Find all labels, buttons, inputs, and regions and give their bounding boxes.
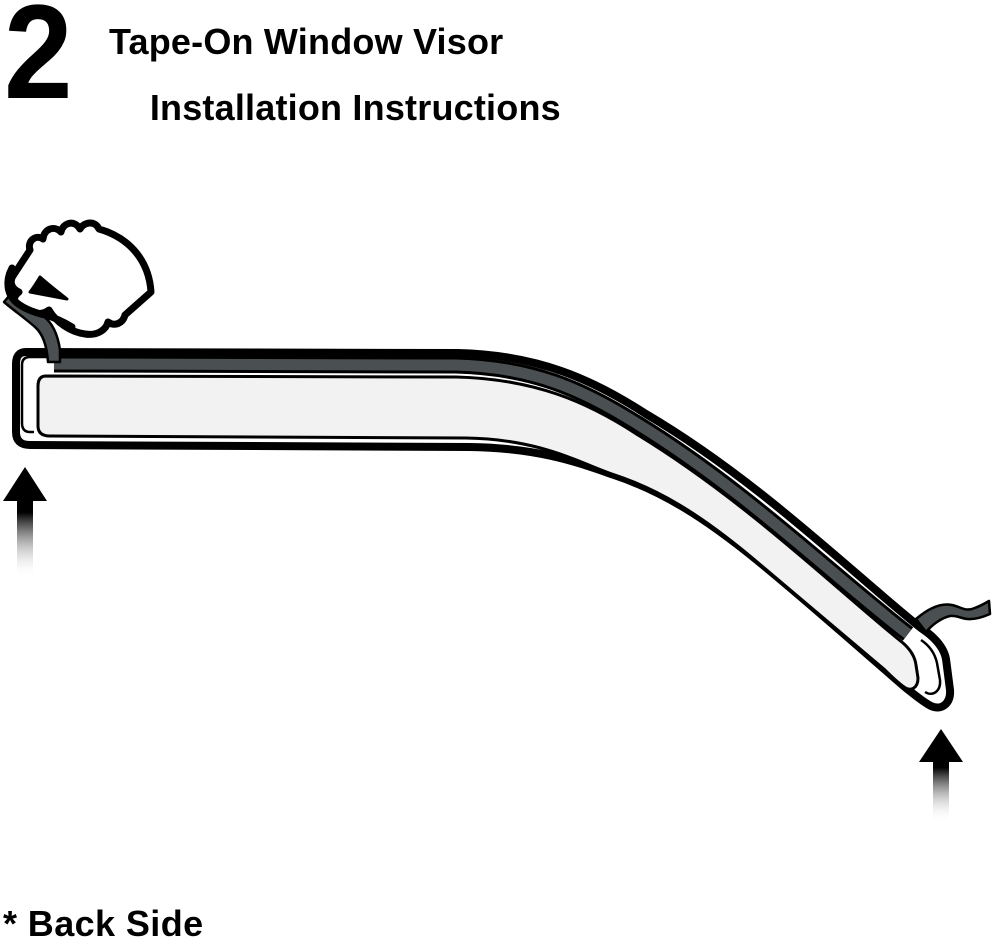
up-arrow-right-icon <box>919 729 963 820</box>
tape-strip <box>53 358 912 639</box>
window-visor-icon <box>12 348 992 712</box>
end-cap-channel-line <box>920 638 942 696</box>
hand-peeling-tape-icon <box>2 219 155 364</box>
tape-pull-tab <box>914 599 992 634</box>
up-arrow-left-icon <box>3 467 47 577</box>
title-line-1: Tape-On Window Visor <box>109 21 504 62</box>
tape-channel-line <box>20 355 52 434</box>
back-side-label: * Back Side <box>3 903 204 941</box>
step-number: 2 <box>4 0 73 127</box>
page-title: Tape-On Window Visor Installation Instru… <box>109 24 561 126</box>
thumb-overlay-line <box>4 264 76 331</box>
thumb-notch <box>28 275 69 301</box>
title-line-2: Installation Instructions <box>149 87 561 128</box>
visor-body <box>36 374 920 691</box>
